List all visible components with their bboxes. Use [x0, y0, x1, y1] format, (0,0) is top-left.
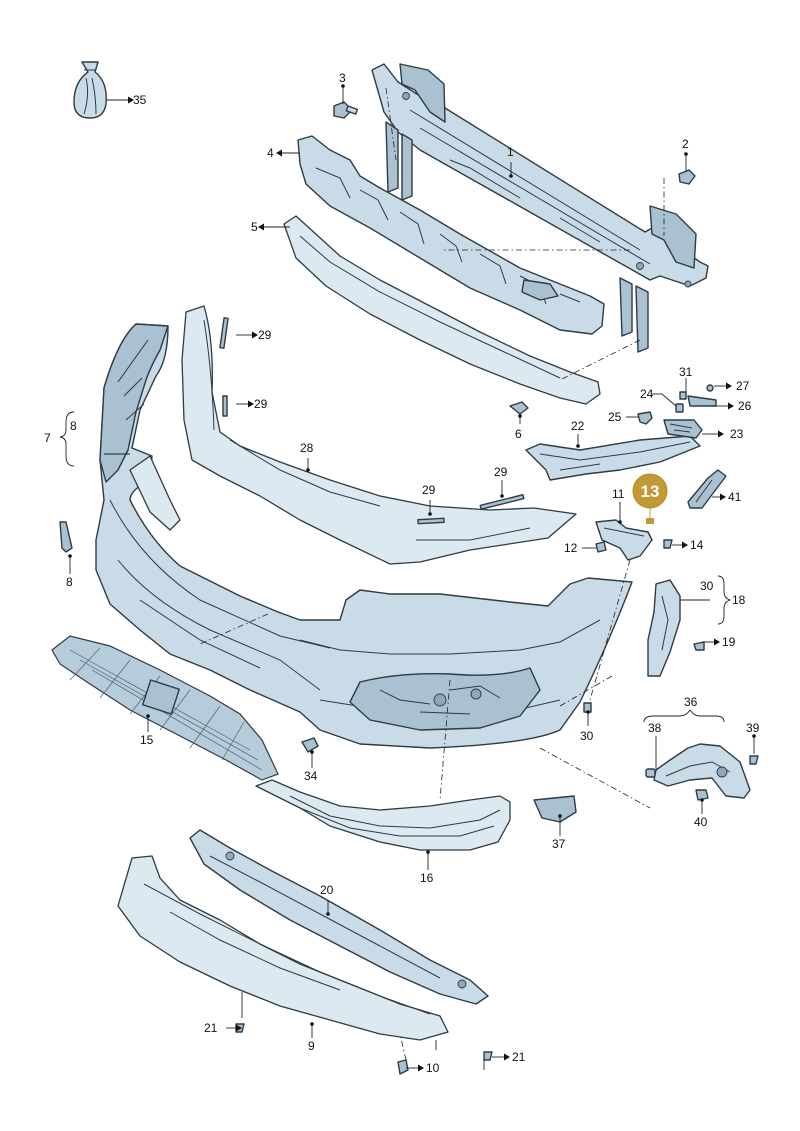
label-4: 4	[267, 146, 274, 160]
touch-up-bag-part[interactable]	[73, 61, 107, 119]
label-29b: 29	[254, 397, 268, 411]
spoiler-lip-part[interactable]	[129, 455, 181, 531]
label-11: 11	[612, 487, 625, 501]
label-8b: 8	[66, 575, 73, 589]
label-30b: 30	[580, 729, 594, 743]
label-12: 12	[564, 541, 578, 555]
guide-bracket-11-part[interactable]	[595, 519, 653, 561]
label-3: 3	[339, 71, 346, 85]
label-21b: 21	[512, 1050, 526, 1064]
lower-stiffener-part[interactable]	[189, 829, 489, 1005]
label-20: 20	[320, 883, 334, 897]
clip-26-part[interactable]	[687, 395, 717, 407]
label-24: 24	[640, 387, 654, 401]
label-6: 6	[515, 427, 522, 441]
group-bracket-18-30	[717, 575, 732, 625]
label-15: 15	[140, 733, 154, 747]
label-31: 31	[679, 365, 693, 379]
label-30a: 30	[700, 579, 714, 593]
bolt-3-part[interactable]	[333, 101, 359, 119]
grille-part[interactable]	[51, 635, 279, 781]
leader-lines	[68, 84, 756, 1072]
trim-strip-29b-part[interactable]	[222, 395, 228, 417]
guide-23-part[interactable]	[663, 419, 703, 439]
bracket-41-part[interactable]	[687, 469, 727, 509]
label-40: 40	[694, 815, 708, 829]
lower-strip-part[interactable]	[283, 215, 601, 405]
label-22: 22	[571, 419, 585, 433]
side-bracket-22-part[interactable]	[525, 435, 701, 481]
clip-10-part[interactable]	[397, 1059, 409, 1075]
clip-40-part[interactable]	[695, 789, 709, 801]
screw-12-part[interactable]	[595, 541, 607, 553]
label-37: 37	[552, 837, 566, 851]
clip-6-part[interactable]	[509, 401, 529, 415]
label-18: 18	[732, 593, 746, 607]
label-9: 9	[308, 1039, 315, 1053]
bracket-36-part[interactable]	[653, 743, 751, 799]
label-29a: 29	[258, 328, 272, 342]
group-bracket-36	[643, 709, 725, 723]
assembly-lines	[199, 87, 665, 1061]
screw-19-part[interactable]	[693, 641, 705, 651]
bolt-2-part[interactable]	[678, 169, 696, 185]
label-27: 27	[736, 379, 750, 393]
label-19: 19	[722, 635, 736, 649]
energy-absorber-part[interactable]	[297, 135, 605, 335]
screw-14-part[interactable]	[663, 539, 673, 549]
label-29c: 29	[422, 483, 436, 497]
screw-34-part[interactable]	[301, 737, 319, 753]
trim-strip-29d-part[interactable]	[479, 494, 525, 510]
highlight-badge-label: 13	[641, 482, 660, 501]
cover-37-part[interactable]	[533, 795, 577, 823]
screw-25-part[interactable]	[637, 411, 653, 425]
clip-38-part[interactable]	[645, 768, 656, 778]
label-25: 25	[608, 410, 622, 424]
label-35: 35	[133, 93, 147, 107]
label-34: 34	[304, 769, 318, 783]
label-5: 5	[251, 220, 258, 234]
label-7: 7	[44, 431, 51, 445]
side-bracket-18-part[interactable]	[647, 579, 681, 677]
label-41: 41	[728, 490, 742, 504]
underbody-panel-part[interactable]	[117, 855, 449, 1041]
screw-21b-part[interactable]	[483, 1051, 493, 1061]
nut-24-part[interactable]	[675, 403, 684, 413]
trim-strip-29a-part[interactable]	[219, 317, 229, 349]
part-number-labels: 35 3 1 2 4 5 6 29 29 28 29 29 22 24 25 3…	[44, 71, 760, 1075]
bumper-carrier-part[interactable]	[371, 63, 709, 353]
label-23: 23	[730, 427, 744, 441]
label-1: 1	[507, 145, 514, 159]
label-10: 10	[426, 1061, 440, 1075]
label-39: 39	[746, 721, 760, 735]
label-36: 36	[684, 695, 698, 709]
clip-8-part[interactable]	[59, 521, 73, 553]
label-38: 38	[648, 721, 662, 735]
label-8a: 8	[70, 419, 77, 433]
group-bracket-7-8	[59, 411, 75, 467]
lower-grille-trim-part[interactable]	[255, 779, 511, 851]
label-28: 28	[300, 441, 314, 455]
clip-27-part[interactable]	[706, 384, 714, 392]
label-21a: 21	[204, 1021, 218, 1035]
label-14: 14	[690, 538, 704, 552]
label-2: 2	[682, 137, 689, 151]
label-29d: 29	[494, 465, 508, 479]
label-16: 16	[420, 871, 434, 885]
highlight-badge-13[interactable]: 13	[632, 473, 668, 524]
upper-trim-strip-part[interactable]	[181, 305, 577, 565]
label-26: 26	[738, 399, 752, 413]
screw-39-part[interactable]	[749, 755, 759, 765]
trim-strip-29c-part[interactable]	[417, 517, 445, 525]
bumper-cover-part[interactable]	[95, 323, 633, 749]
nut-31-part[interactable]	[679, 391, 687, 400]
